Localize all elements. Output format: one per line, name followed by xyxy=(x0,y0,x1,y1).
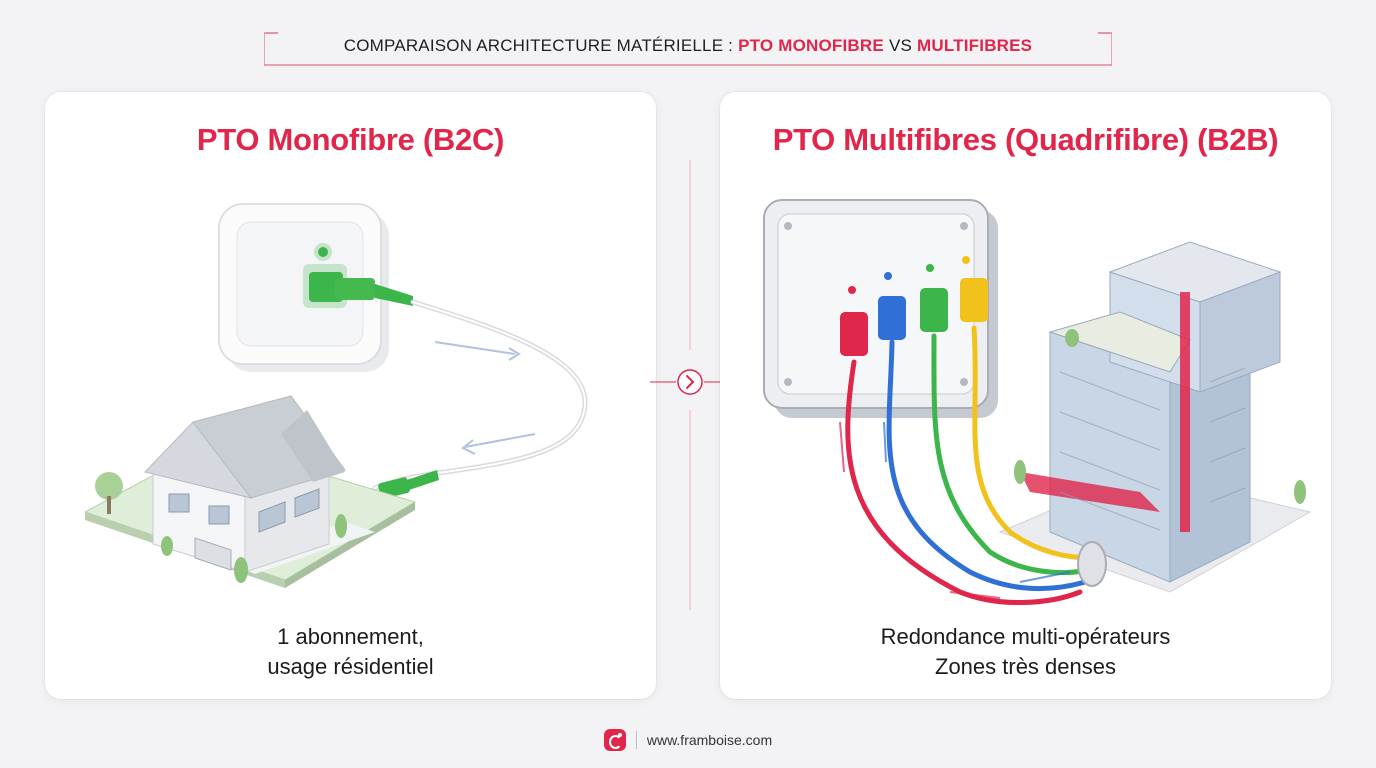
panel-multifibres: PTO Multifibres (Quadrifibre) (B2B) Redo… xyxy=(720,92,1331,699)
title-highlight-monofibre: PTO MONOFIBRE xyxy=(738,36,884,55)
footer-separator xyxy=(635,731,637,749)
title-prefix: COMPARAISON ARCHITECTURE MATÉRIELLE : xyxy=(343,36,734,55)
multifibres-caption: Redondance multi-opérateurs Zones très d… xyxy=(720,622,1331,682)
fiber-cables-icon xyxy=(845,325,1095,605)
fiber-connectors xyxy=(840,278,988,356)
conduit-icon xyxy=(1077,541,1107,587)
house-icon xyxy=(83,395,417,588)
multifibres-illustration xyxy=(763,199,1312,605)
monofibre-caption: 1 abonnement, usage résidentiel xyxy=(45,622,656,682)
monofibre-title: PTO Monofibre (B2C) xyxy=(196,122,505,157)
footer: www.framboise.com xyxy=(0,728,1376,752)
flow-arrows xyxy=(434,341,536,455)
page-title: COMPARAISON ARCHITECTURE MATÉRIELLE : PT… xyxy=(264,26,1112,66)
fiber-cable-icon xyxy=(335,278,588,499)
banner-frame xyxy=(264,32,1112,66)
status-leds xyxy=(848,256,970,294)
footer-website-link[interactable]: www.framboise.com xyxy=(646,732,773,748)
office-building-icon xyxy=(998,241,1312,593)
monofibre-illustration xyxy=(83,203,588,588)
panel-monofibre: PTO Monofibre (B2C) 1 abonnement, usage … xyxy=(45,92,656,699)
monofibre-caption-line-1: 1 abonnement, xyxy=(277,624,424,649)
multifibres-title: PTO Multifibres (Quadrifibre) (B2B) xyxy=(772,122,1279,157)
monofibre-caption-line-2: usage résidentiel xyxy=(267,654,434,679)
flow-arrows xyxy=(839,421,1071,599)
chevron-right-icon xyxy=(677,369,703,395)
header-banner: COMPARAISON ARCHITECTURE MATÉRIELLE : PT… xyxy=(264,26,1112,66)
multifibres-caption-line-1: Redondance multi-opérateurs xyxy=(880,624,1171,649)
title-vs: VS xyxy=(888,36,913,55)
framboise-logo-icon xyxy=(603,729,626,751)
pto-socket-icon xyxy=(218,203,389,372)
panel-divider xyxy=(650,160,730,610)
multifibres-caption-line-2: Zones très denses xyxy=(935,654,1116,679)
title-highlight-multifibres: MULTIFIBRES xyxy=(917,36,1033,55)
